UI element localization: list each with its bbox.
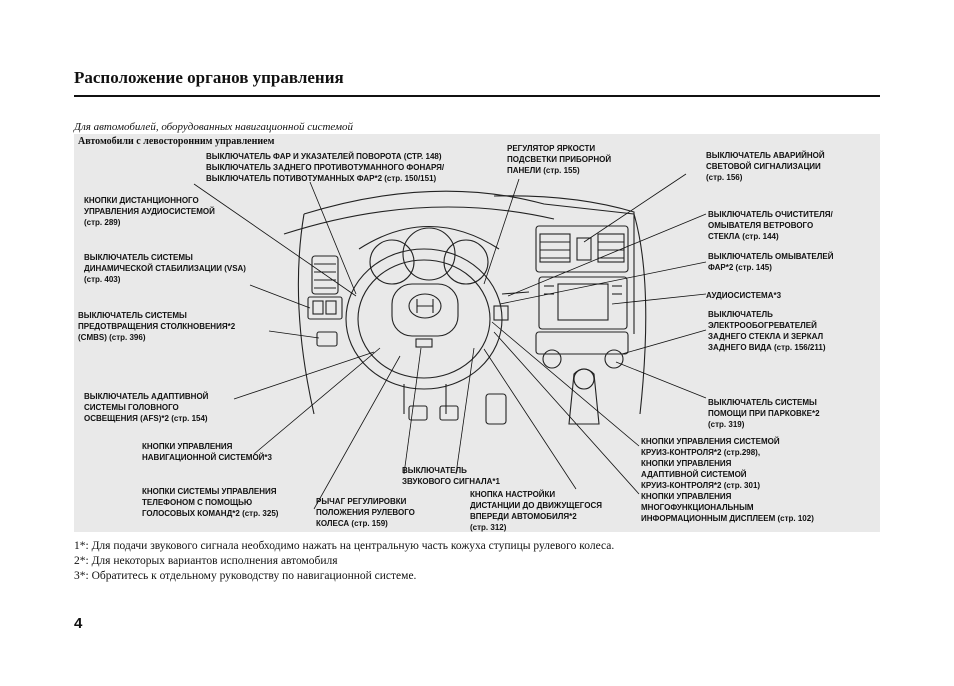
illustration-panel	[74, 134, 880, 532]
mid-callout: КНОПКИ УПРАВЛЕНИЯ МНОГОФУНКЦИОНАЛЬНЫМ ИН…	[641, 492, 814, 523]
audio-callout: АУДИОСИСТЕМА*3	[706, 291, 782, 300]
page-number: 4	[74, 615, 83, 632]
steering-adjust-callout: РЫЧАГ РЕГУЛИРОВКИ ПОЛОЖЕНИЯ РУЛЕВОГО КОЛ…	[316, 497, 415, 528]
audio-remote-callout: КНОПКИ ДИСТАНЦИОННОГО УПРАВЛЕНИЯ АУДИОСИ…	[84, 196, 215, 227]
panel-label: Автомобили с левосторонним управлением	[78, 136, 275, 147]
cruise-callout: КНОПКИ УПРАВЛЕНИЯ СИСТЕМОЙ КРУИЗ-КОНТРОЛ…	[641, 437, 780, 490]
wiper-callout: ВЫКЛЮЧАТЕЛЬ ОЧИСТИТЕЛЯ/ ОМЫВАТЕЛЯ ВЕТРОВ…	[708, 210, 833, 241]
headlights-callout: ВЫКЛЮЧАТЕЛЬ ФАР И УКАЗАТЕЛЕЙ ПОВОРОТА (С…	[206, 152, 445, 183]
afs-callout: ВЫКЛЮЧАТЕЛЬ АДАПТИВНОЙ СИСТЕМЫ ГОЛОВНОГО…	[84, 392, 209, 423]
hazard-callout: ВЫКЛЮЧАТЕЛЬ АВАРИЙНОЙ СВЕТОВОЙ СИГНАЛИЗА…	[706, 151, 825, 182]
distance-callout: КНОПКА НАСТРОЙКИ ДИСТАНЦИИ ДО ДВИЖУЩЕГОС…	[470, 490, 602, 532]
footnote-1: 1*: Для подачи звукового сигнала необход…	[74, 540, 615, 552]
headlight-washer-callout: ВЫКЛЮЧАТЕЛЬ ОМЫВАТЕЛЕЙ ФАР*2 (стр. 145)	[708, 252, 834, 272]
page-subtitle: Для автомобилей, оборудованных навигацио…	[74, 121, 354, 133]
title-rule	[74, 95, 880, 97]
vsa-callout: ВЫКЛЮЧАТЕЛЬ СИСТЕМЫ ДИНАМИЧЕСКОЙ СТАБИЛИ…	[84, 253, 246, 284]
phone-callout: КНОПКИ СИСТЕМЫ УПРАВЛЕНИЯ ТЕЛЕФОНОМ С ПО…	[142, 487, 279, 518]
horn-callout: ВЫКЛЮЧАТЕЛЬ ЗВУКОВОГО СИГНАЛА*1	[402, 466, 500, 486]
defroster-callout: ВЫКЛЮЧАТЕЛЬ ЭЛЕКТРООБОГРЕВАТЕЛЕЙ ЗАДНЕГО…	[708, 310, 826, 352]
parking-callout: ВЫКЛЮЧАТЕЛЬ СИСТЕМЫ ПОМОЩИ ПРИ ПАРКОВКЕ*…	[708, 398, 820, 429]
page-title: Расположение органов управления	[74, 68, 344, 87]
footnote-2: 2*: Для некоторых вариантов исполнения а…	[74, 555, 338, 567]
cmbs-callout: ВЫКЛЮЧАТЕЛЬ СИСТЕМЫ ПРЕДОТВРАЩЕНИЯ СТОЛК…	[78, 311, 236, 342]
footnote-3: 3*: Обратитесь к отдельному руководству …	[74, 570, 417, 582]
nav-buttons-callout: КНОПКИ УПРАВЛЕНИЯ НАВИГАЦИОННОЙ СИСТЕМОЙ…	[142, 442, 272, 462]
dashboard-illustration	[193, 173, 707, 510]
brightness-callout: РЕГУЛЯТОР ЯРКОСТИ ПОДСВЕТКИ ПРИБОРНОЙ ПА…	[507, 144, 612, 175]
